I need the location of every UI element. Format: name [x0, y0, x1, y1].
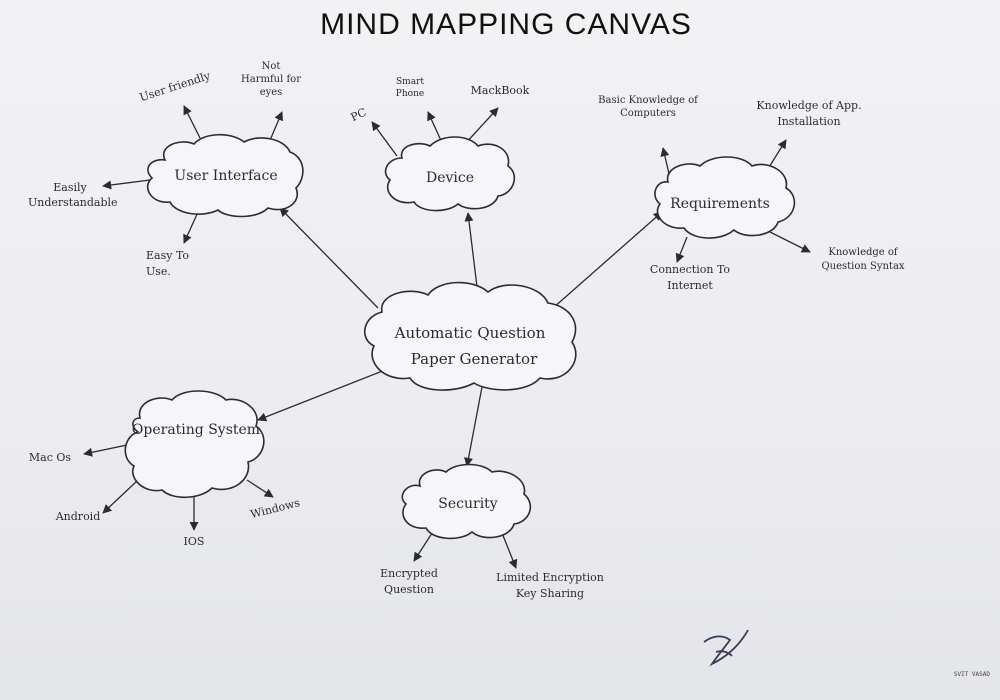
edge-center-security	[464, 386, 483, 467]
leaf-easily-understandable-wrap: Easily Understandable	[28, 181, 118, 209]
leaf-ios: IOS	[184, 535, 205, 548]
leaves-device: PC Smart Phone MackBook	[349, 77, 530, 124]
edge-security-limited-key	[501, 532, 518, 569]
leaves-requirements: Basic Knowledge of Computers Knowledge o…	[598, 95, 905, 292]
center-edges	[257, 207, 663, 467]
user-interface-cloud	[146, 133, 304, 218]
leaf-smart-phone-wrap: Smart Phone	[395, 77, 425, 99]
leaf-easy-to-use-wrap: Easy To Use.	[146, 249, 190, 278]
leaf-encrypted-question-wrap: Encrypted Question	[380, 567, 438, 596]
page-title: MIND MAPPING CANVAS	[320, 8, 692, 41]
requirements-label: Requirements	[670, 196, 770, 212]
edge-ui-easy-to-use	[183, 211, 199, 244]
leaf-android: Android	[55, 510, 101, 523]
edge-device-mackbook	[463, 107, 499, 146]
leaf-encrypted-question: Encrypted Question	[380, 567, 438, 596]
leaf-limited-key: Limited Encryption Key Sharing	[496, 571, 604, 600]
leaf-not-harmful-wrap: Not Harmful for eyes	[241, 61, 301, 98]
center-label-line1: Automatic Question	[394, 324, 546, 342]
operating-system-cloud	[124, 390, 265, 499]
leaf-pc: PC	[349, 106, 369, 124]
corner-stamp: SVIT VASAD	[954, 671, 991, 678]
leaf-basic-knowledge: Basic Knowledge of Computers	[598, 95, 698, 119]
leaf-internet-wrap: Connection To Internet	[649, 263, 731, 292]
node-device: Device	[384, 136, 516, 212]
leaf-easy-to-use: Easy To Use.	[146, 249, 190, 278]
security-label: Security	[438, 496, 498, 512]
leaf-app-installation-wrap: Knowledge of App. Installation	[756, 99, 862, 128]
node-security: Security	[401, 463, 532, 540]
node-requirements: Requirements	[654, 156, 796, 239]
device-label: Device	[426, 170, 474, 186]
leaf-mac-os: Mac Os	[29, 451, 71, 464]
edge-center-requirements	[552, 211, 663, 309]
edge-device-pc	[371, 121, 398, 157]
leaf-mackbook: MackBook	[471, 84, 530, 97]
leaf-user-friendly: User friendly	[138, 69, 213, 104]
leaf-windows: Windows	[249, 496, 301, 521]
node-operating-system: Operating System	[124, 390, 265, 499]
operating-system-label-line1: Operating System	[132, 422, 260, 438]
edge-os-android	[102, 479, 139, 514]
edge-center-operating-system	[257, 369, 386, 422]
edge-center-user-interface	[279, 207, 379, 309]
node-user-interface: User Interface	[146, 133, 304, 218]
leaves-security: Encrypted Question Limited Encryption Ke…	[380, 567, 604, 600]
user-interface-label: User Interface	[174, 168, 277, 184]
security-cloud	[401, 463, 532, 540]
center-label-line2: Paper Generator	[411, 350, 538, 368]
edge-os-windows	[246, 479, 274, 498]
leaf-question-syntax: Knowledge of Question Syntax	[821, 247, 905, 272]
leaf-question-syntax-wrap: Knowledge of Question Syntax	[821, 247, 905, 272]
leaf-app-installation: Knowledge of App. Installation	[756, 99, 862, 128]
edge-req-question-syntax	[769, 231, 811, 253]
device-cloud	[384, 136, 516, 212]
signature-mark	[703, 629, 749, 667]
leaf-easily-understandable: Easily Understandable	[28, 181, 118, 209]
leaf-internet: Connection To Internet	[649, 263, 731, 292]
edge-ui-user-friendly	[183, 105, 201, 139]
edge-os-mac-os	[83, 443, 133, 457]
center-node: Automatic Question Paper Generator	[363, 281, 577, 391]
requirements-cloud	[654, 156, 796, 239]
leaf-not-harmful: Not Harmful for eyes	[241, 61, 301, 98]
leaf-basic-knowledge-wrap: Basic Knowledge of Computers	[598, 95, 698, 119]
leaf-smart-phone: Smart Phone	[395, 77, 425, 99]
edge-req-internet	[675, 236, 688, 263]
center-cloud	[363, 281, 577, 391]
leaf-limited-key-wrap: Limited Encryption Key Sharing	[496, 571, 604, 600]
edge-ui-easily-understandable	[102, 179, 151, 190]
edge-center-device	[464, 212, 479, 296]
